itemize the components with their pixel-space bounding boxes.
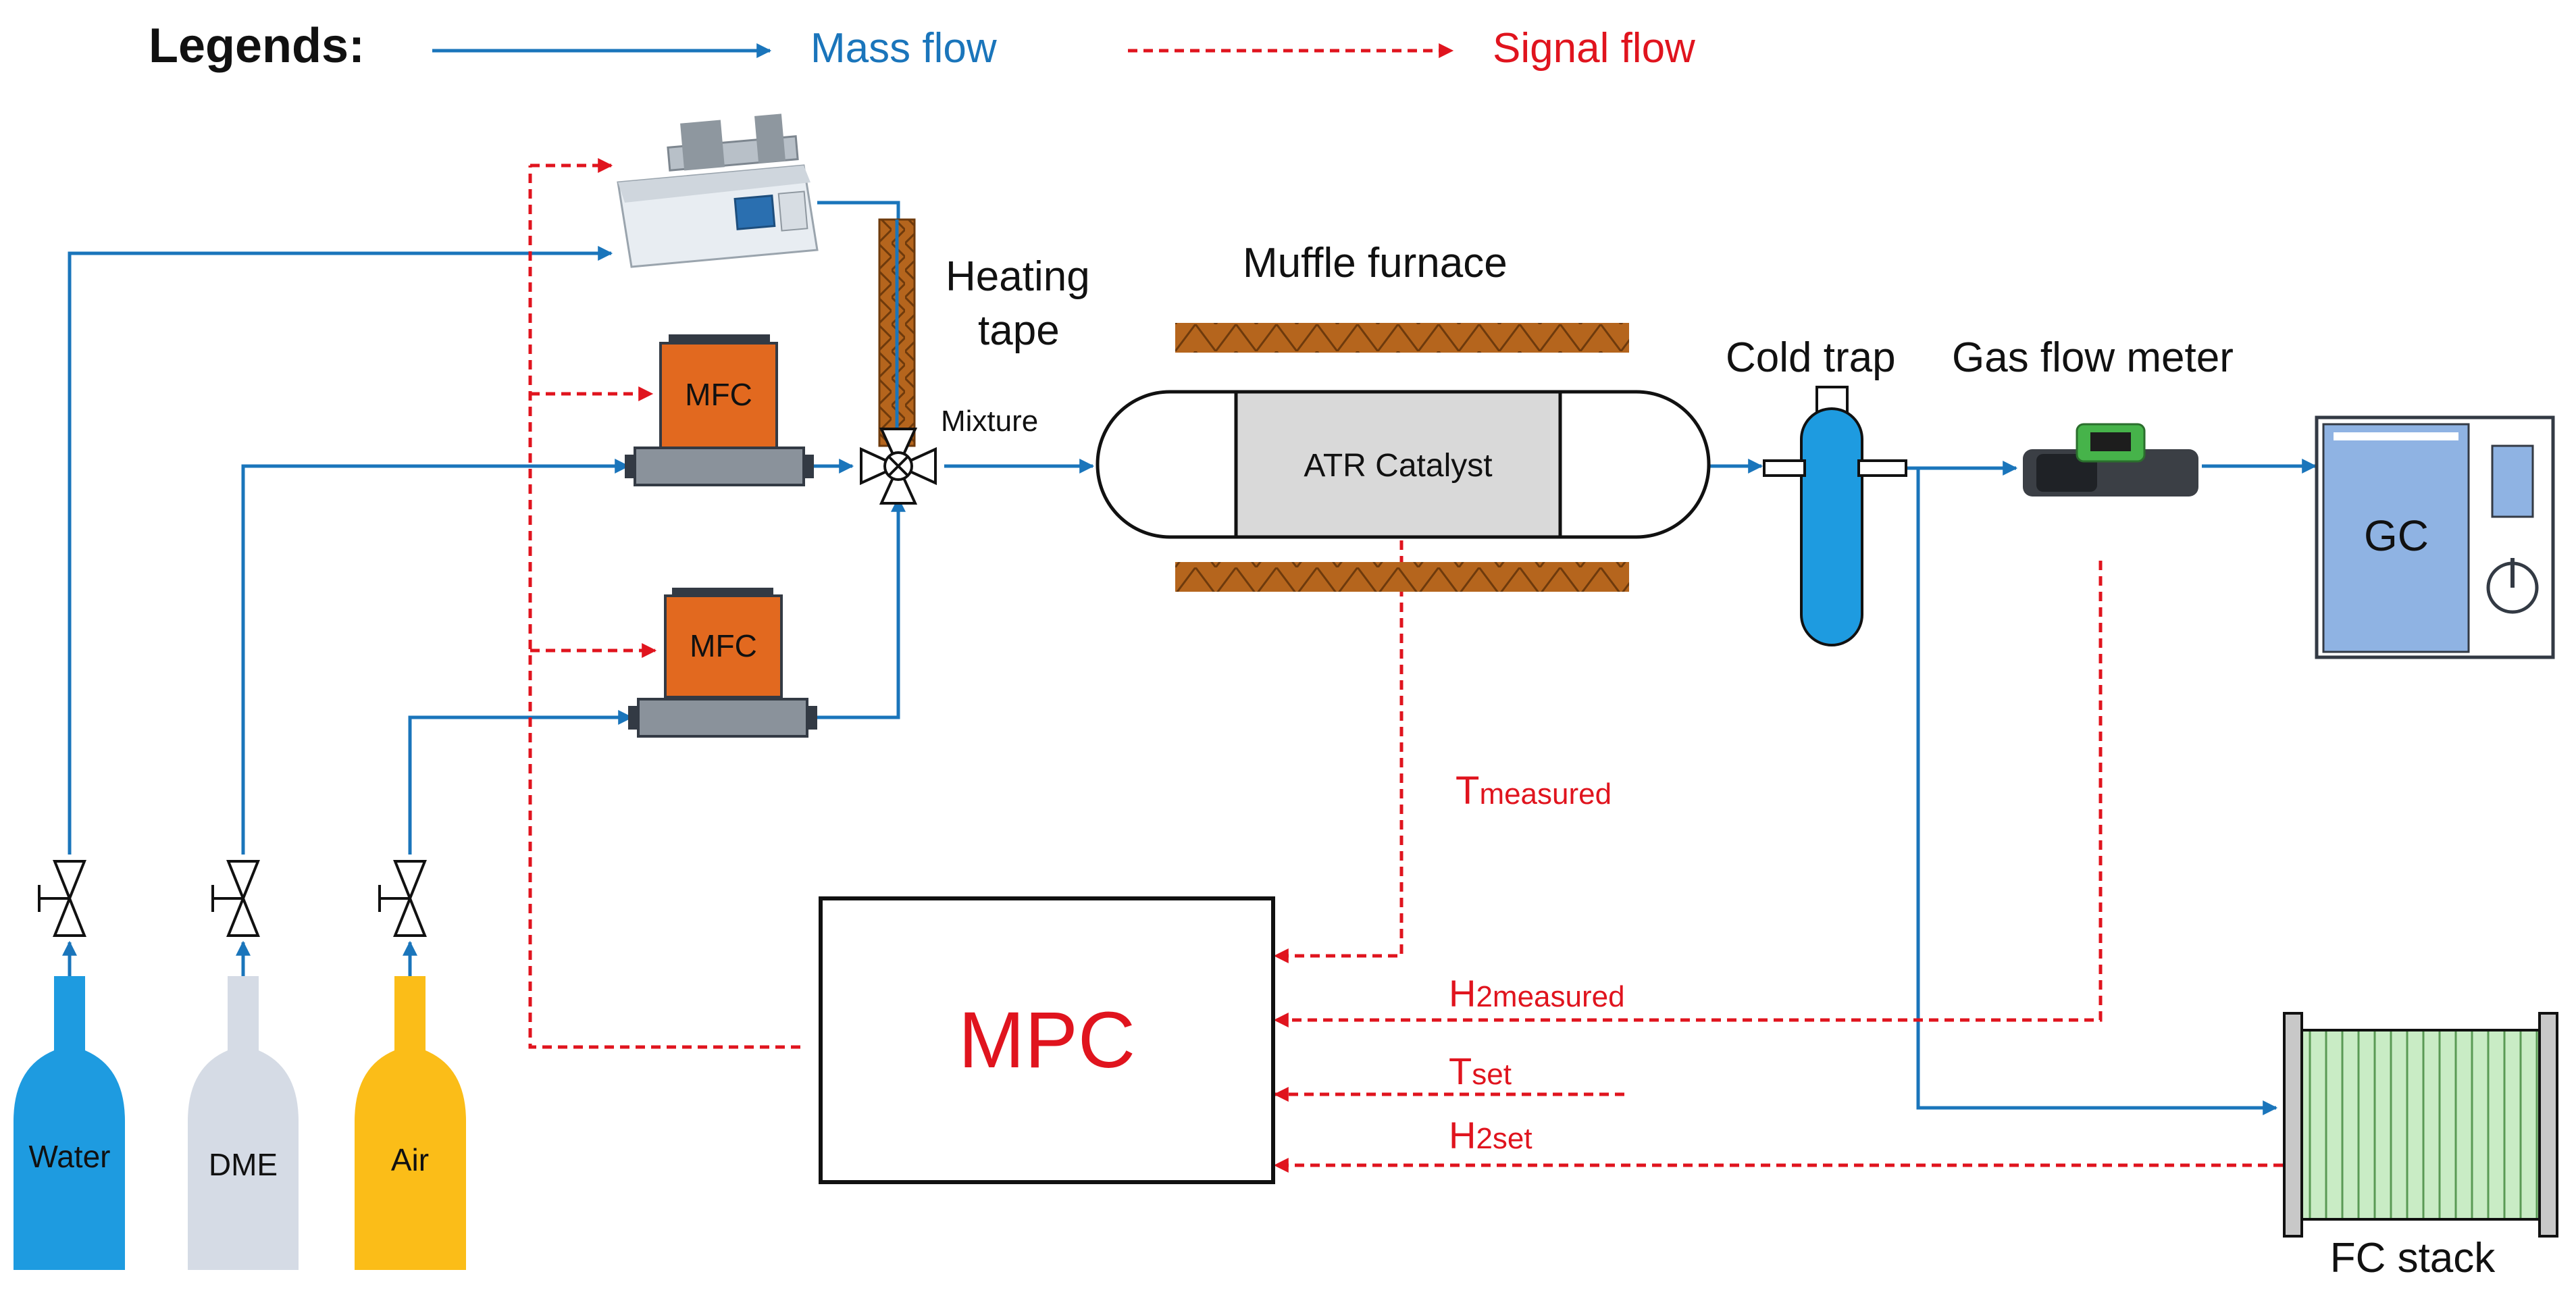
gc-instrument: GC	[2315, 415, 2555, 659]
water-line	[68, 246, 613, 855]
cold-trap-label: Cold trap	[1726, 334, 1896, 381]
mpc-controller	[819, 896, 1275, 1184]
heating-tape-label-line1: Heating	[946, 253, 1090, 300]
dme-valve-icon	[211, 860, 260, 937]
water-label: Water	[29, 1139, 111, 1174]
legend: Legends: Mass flow Signal flow	[149, 19, 1695, 73]
water-valve-icon	[38, 860, 86, 937]
water-cylinder: Water	[14, 976, 125, 1270]
furnace-top-heater	[1175, 323, 1629, 353]
furnace-bottom-heater	[1175, 562, 1629, 592]
syringe-pump-icon	[617, 113, 819, 268]
heating-tape-label-line2: tape	[978, 307, 1060, 354]
mfc-bottom: MFC	[628, 588, 817, 738]
fc-stack-label: FC stack	[2330, 1235, 2496, 1281]
mfc2-to-mixer-line	[814, 496, 906, 719]
mfc-top: MFC	[625, 334, 814, 486]
cold-trap-icon	[1763, 386, 1907, 646]
dme-cylinder: DME	[188, 976, 299, 1270]
fc-stack-icon	[2283, 1012, 2558, 1238]
legend-title: Legends:	[149, 19, 365, 73]
atr-catalyst-label: ATR Catalyst	[1304, 448, 1492, 484]
mpc-label: MPC	[958, 996, 1135, 1085]
mfc-bottom-label: MFC	[690, 628, 757, 663]
t-measured-label: Tmeasured	[1456, 769, 1612, 813]
h2-measured-label: H2measured	[1449, 972, 1625, 1015]
mass-flow-lines	[68, 201, 2317, 1115]
trap-to-fc-line	[1916, 468, 2278, 1115]
gc-label: GC	[2364, 511, 2429, 560]
mfc-top-label: MFC	[685, 377, 752, 412]
dme-line	[241, 459, 630, 855]
legend-signal-flow-label: Signal flow	[1493, 25, 1695, 72]
legend-mass-flow-label: Mass flow	[810, 25, 997, 72]
t-set-label: Tset	[1449, 1050, 1512, 1092]
h2-set-label: H2set	[1449, 1114, 1532, 1156]
mixture-label: Mixture	[941, 405, 1038, 438]
h2-measured-line	[1273, 561, 2103, 1027]
mixing-valve-icon	[860, 428, 937, 505]
air-label: Air	[391, 1142, 429, 1177]
mpc-output-line	[528, 165, 800, 1049]
muffle-furnace-label: Muffle furnace	[1243, 240, 1508, 286]
air-cylinder: Air	[355, 976, 466, 1270]
atr-catalyst-bed	[1234, 390, 1562, 539]
gas-flow-meter-label: Gas flow meter	[1952, 334, 2234, 381]
air-line	[408, 710, 634, 855]
gas-flow-meter-icon	[2023, 423, 2198, 496]
air-valve-icon	[378, 860, 427, 937]
dme-label: DME	[209, 1147, 278, 1182]
signal-flow-lines	[528, 158, 2283, 1173]
t-measured-line	[1273, 540, 1403, 963]
